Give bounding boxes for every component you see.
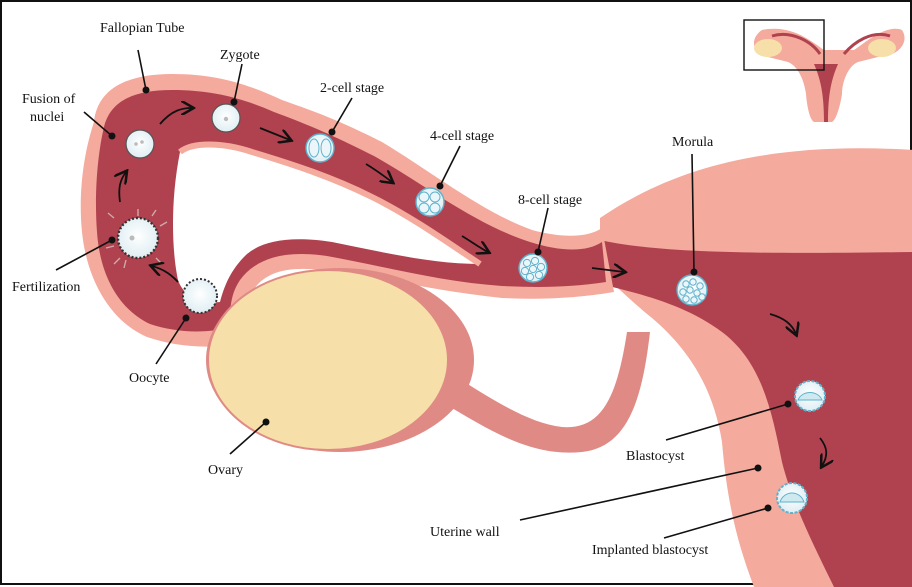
label-fusion-of-nuclei-2: nuclei: [30, 110, 64, 125]
label-fusion-of-nuclei-1: Fusion of: [22, 92, 76, 107]
label-2-cell-stage: 2-cell stage: [320, 81, 384, 96]
label-morula: Morula: [672, 135, 714, 150]
blastocyst-embryo: [795, 381, 825, 411]
label-4-cell-stage: 4-cell stage: [430, 129, 494, 144]
label-fertilization: Fertilization: [12, 280, 80, 295]
morula-embryo: [677, 275, 707, 305]
four-cell-embryo: [416, 188, 444, 216]
implanted-blastocyst-embryo: [777, 483, 807, 513]
label-blastocyst: Blastocyst: [626, 449, 684, 464]
label-implanted-blastocyst: Implanted blastocyst: [592, 543, 708, 558]
oocyte-cell: [183, 279, 217, 313]
zygote-cell: [212, 104, 240, 132]
label-oocyte: Oocyte: [129, 371, 169, 386]
label-uterine-wall: Uterine wall: [430, 525, 500, 540]
two-cell-embryo: [306, 134, 334, 162]
fusion-cell: [126, 130, 154, 158]
label-8-cell-stage: 8-cell stage: [518, 193, 582, 208]
label-zygote: Zygote: [220, 48, 260, 63]
uterus-inset: [744, 20, 905, 122]
label-fallopian-tube: Fallopian Tube: [100, 21, 184, 36]
ovary: [208, 270, 448, 450]
eight-cell-embryo: [519, 254, 547, 282]
label-ovary: Ovary: [208, 463, 243, 478]
